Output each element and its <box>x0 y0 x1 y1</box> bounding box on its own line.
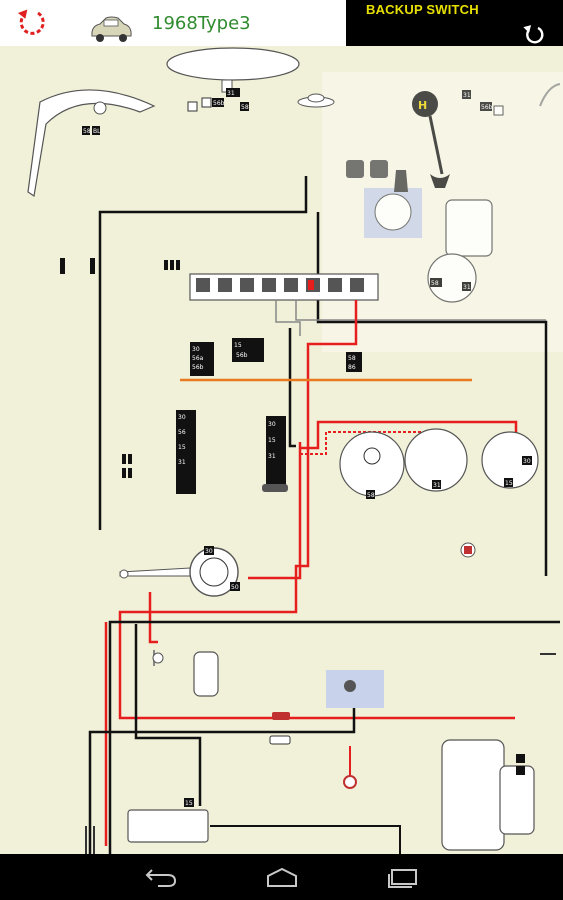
fuel-gauge[interactable]: 31 <box>404 428 468 492</box>
pin-label: 58 <box>367 492 375 499</box>
wire-black-right[interactable] <box>316 212 548 576</box>
pin-label: 15 <box>178 444 186 451</box>
pin-label: 30 <box>523 458 531 465</box>
brake-switch[interactable] <box>193 651 219 697</box>
pin-label: 56a <box>192 355 204 362</box>
nav-back-icon <box>145 869 176 887</box>
relay-left[interactable]: 30 56a 56b <box>190 342 214 376</box>
connector-marks <box>122 454 132 478</box>
back-button[interactable] <box>14 4 50 40</box>
pin-label: 56 <box>178 429 186 436</box>
pin-label: 58 <box>241 104 249 111</box>
gear-shift-icon: H <box>418 99 427 112</box>
wiper-motor[interactable]: 58 31 <box>346 160 493 303</box>
headlight-left[interactable]: 58 BL <box>27 89 156 198</box>
rotate-back-icon <box>17 9 45 35</box>
pin-label: 56b <box>236 352 248 359</box>
speedometer[interactable]: 58 <box>339 431 405 499</box>
wire-black-switch[interactable] <box>288 328 296 448</box>
pin-label: 58 <box>431 280 439 287</box>
pin-label: 50 <box>231 584 239 591</box>
inline-fuse[interactable] <box>272 712 290 720</box>
pin-label: 30 <box>178 414 186 421</box>
faded-region <box>322 72 563 352</box>
pin-label: 15 <box>268 437 276 444</box>
wire-red-main[interactable] <box>118 300 515 720</box>
pin-label: 86 <box>348 364 356 371</box>
nav-home-icon <box>266 867 297 887</box>
wire-black-coil[interactable] <box>88 700 356 854</box>
sensor[interactable] <box>344 680 356 692</box>
pin-label: 31 <box>463 92 471 99</box>
wire-black-frame[interactable] <box>98 176 308 530</box>
pin-label: 15 <box>505 480 513 487</box>
reset-button[interactable] <box>519 20 549 50</box>
pin-label: 58 <box>83 128 91 135</box>
pin-label: 15 <box>234 342 242 349</box>
horn-sensor[interactable] <box>152 652 164 664</box>
pin-label: 58 <box>348 355 356 362</box>
pin-label: 31 <box>463 284 471 291</box>
headlight-switch[interactable]: 30 15 31 <box>262 416 288 492</box>
pin-label: 31 <box>178 459 186 466</box>
light-switch[interactable]: 30 56 15 31 <box>176 410 196 494</box>
android-nav-bar <box>0 854 563 900</box>
pin-label: 30 <box>205 548 213 555</box>
panel-label: BACKUP SWITCH <box>366 2 479 17</box>
dimmer-relay[interactable]: 15 56b <box>232 338 264 362</box>
nav-recents-icon <box>387 869 417 888</box>
wire-black-coil-2[interactable] <box>134 624 202 806</box>
clock-gauge[interactable]: 30 15 <box>481 431 539 489</box>
pin-label: 30 <box>268 421 276 428</box>
pin-label: 31 <box>227 90 235 97</box>
nav-recents-button[interactable] <box>379 861 427 893</box>
wire-gray-2[interactable] <box>275 300 301 336</box>
wire-black-starter[interactable] <box>210 825 401 854</box>
starter-motor[interactable] <box>441 739 535 851</box>
license-light[interactable] <box>297 93 335 108</box>
wire-red-branch[interactable] <box>148 592 158 644</box>
fuse-box[interactable] <box>189 273 379 301</box>
wire-red-ignition[interactable] <box>248 442 302 580</box>
inline-fuse-2[interactable] <box>269 735 291 745</box>
nav-back-button[interactable] <box>137 861 185 893</box>
rotate-reset-icon <box>523 25 544 44</box>
pin-label: 31 <box>433 482 441 489</box>
pin-label: BL <box>93 128 101 135</box>
interior-light[interactable]: 56b 31 58 <box>166 47 300 112</box>
pin-label: 56b <box>192 364 204 371</box>
wire-black-lower[interactable] <box>108 620 560 854</box>
backup-switch-area[interactable]: H 31 56b <box>412 83 561 188</box>
pin-label: 15 <box>185 800 193 807</box>
pin-label: 31 <box>268 453 276 460</box>
relay-right[interactable]: 58 86 <box>346 352 362 372</box>
pin-label: 30 <box>192 346 200 353</box>
pin-label: 56b <box>213 100 225 107</box>
ignition-switch[interactable]: 30 50 <box>119 546 240 597</box>
pin-label: 56b <box>481 104 493 111</box>
app-title: 1968Type3 <box>152 13 251 34</box>
wire-gray-1[interactable] <box>295 300 546 321</box>
wiring-diagram[interactable]: .lbl { font-family: "DejaVu Sans", sans-… <box>0 46 563 854</box>
nav-home-button[interactable] <box>258 861 306 893</box>
oil-sensor[interactable] <box>343 775 357 789</box>
vw-car-icon <box>91 16 132 42</box>
ignition-coil[interactable]: 15 <box>85 798 209 854</box>
